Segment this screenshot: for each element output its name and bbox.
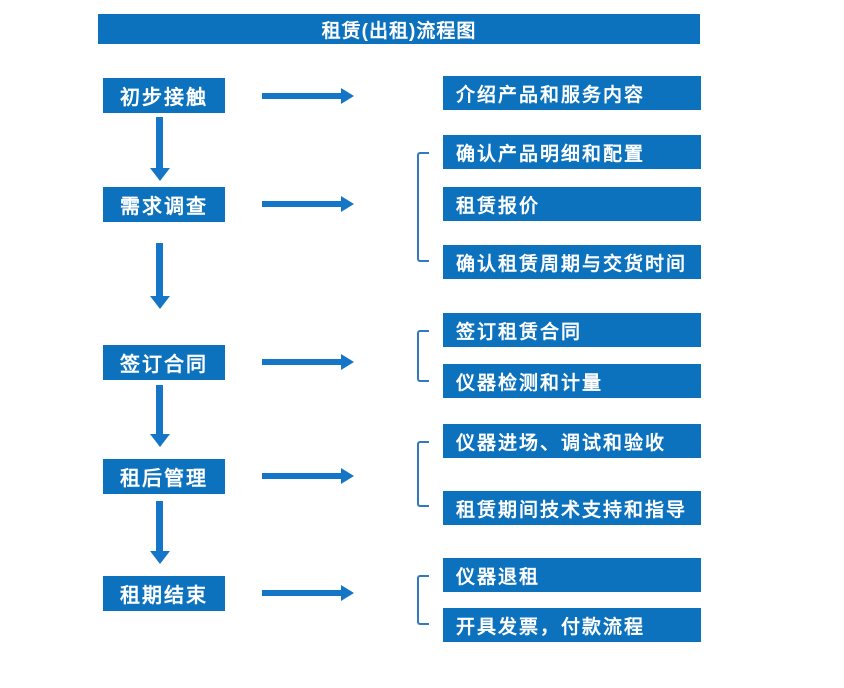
down-arrow-2	[150, 243, 170, 309]
arrow-head-icon	[341, 585, 354, 601]
right-arrow-1	[262, 88, 354, 104]
arrow-shaft	[156, 385, 163, 435]
output-box-instrument-setup: 仪器进场、调试和验收	[443, 424, 701, 458]
page-title: 租赁(出租)流程图	[321, 20, 477, 42]
group-bracket-post-rental	[417, 441, 429, 507]
arrow-head-icon	[341, 196, 354, 212]
arrow-head-icon	[341, 88, 354, 104]
group-bracket-needs-survey	[417, 152, 429, 262]
arrow-head-icon	[150, 434, 170, 447]
group-bracket-sign-contract	[417, 330, 429, 382]
arrow-shaft	[156, 243, 163, 297]
arrow-head-icon	[150, 296, 170, 309]
down-arrow-1	[150, 117, 170, 181]
step-box-sign-contract: 签订合同	[103, 345, 225, 380]
arrow-shaft	[262, 473, 342, 479]
output-box-instrument-testing: 仪器检测和计量	[443, 364, 701, 398]
arrow-head-icon	[341, 468, 354, 484]
arrow-head-icon	[341, 354, 354, 370]
group-bracket-rental-end	[417, 575, 429, 625]
title-bar: 租赁(出租)流程图	[98, 14, 700, 44]
output-box-confirm-period: 确认租赁周期与交货时间	[443, 245, 701, 279]
output-box-instrument-return: 仪器退租	[443, 558, 701, 592]
output-box-intro-products: 介绍产品和服务内容	[443, 76, 701, 110]
output-box-confirm-details: 确认产品明细和配置	[443, 135, 701, 169]
output-box-sign-rental-contract: 签订租赁合同	[443, 313, 701, 347]
arrow-head-icon	[150, 168, 170, 181]
arrow-shaft	[156, 501, 163, 552]
output-box-tech-support: 租赁期间技术支持和指导	[443, 491, 701, 525]
step-box-initial-contact: 初步接触	[103, 78, 225, 113]
arrow-head-icon	[150, 551, 170, 564]
arrow-shaft	[262, 201, 342, 207]
arrow-shaft	[262, 93, 342, 99]
down-arrow-3	[150, 385, 170, 447]
arrow-shaft	[262, 359, 342, 365]
right-arrow-5	[262, 585, 354, 601]
arrow-shaft	[262, 590, 342, 596]
step-box-rental-end: 租期结束	[103, 576, 225, 611]
right-arrow-3	[262, 354, 354, 370]
arrow-shaft	[156, 117, 163, 169]
down-arrow-4	[150, 501, 170, 564]
right-arrow-2	[262, 196, 354, 212]
output-box-rental-quote: 租赁报价	[443, 187, 701, 221]
right-arrow-4	[262, 468, 354, 484]
output-box-invoice-payment: 开具发票，付款流程	[443, 608, 701, 642]
step-box-needs-survey: 需求调查	[103, 187, 225, 222]
step-box-post-rental-management: 租后管理	[103, 459, 225, 494]
